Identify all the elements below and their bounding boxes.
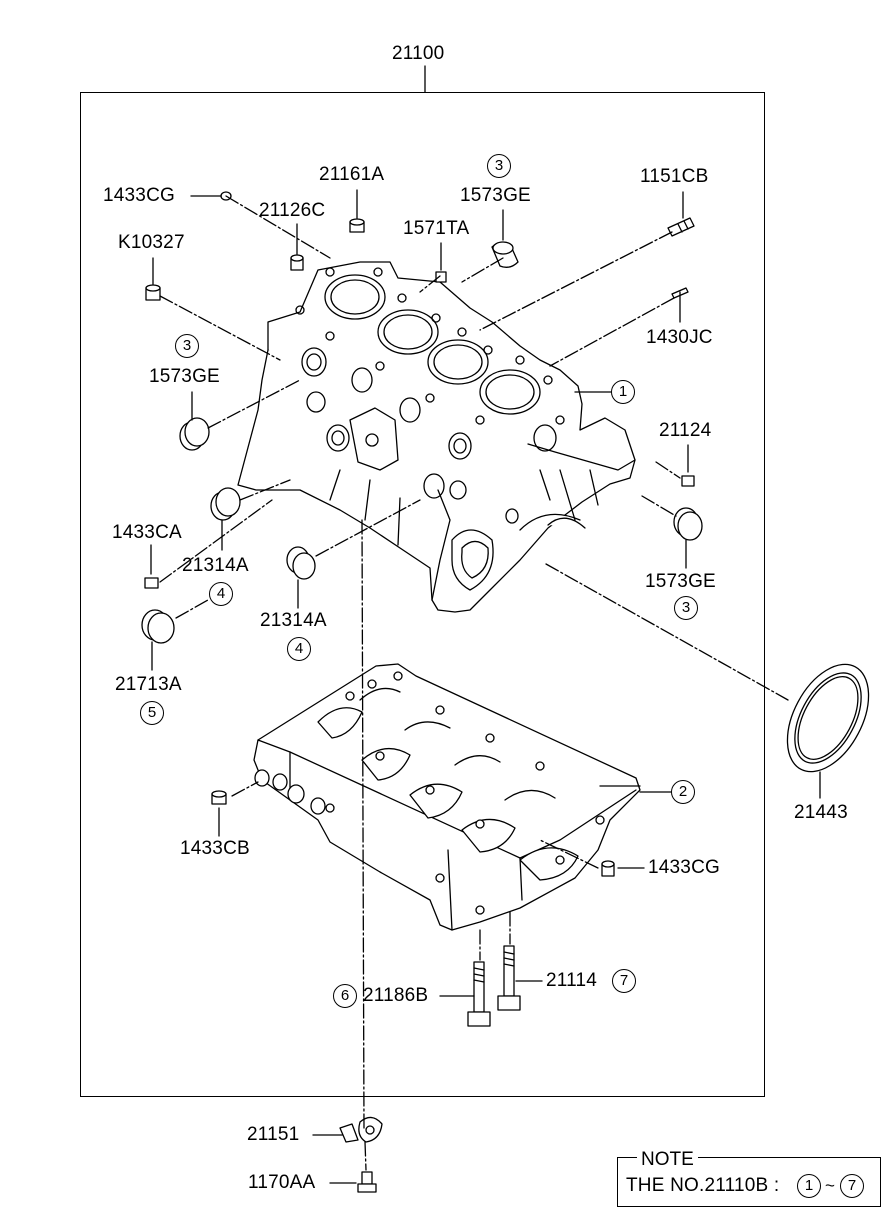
callout-3-top: 3 [487,154,511,178]
callout-3-left: 3 [175,334,199,358]
note-title: NOTE [637,1149,698,1171]
part-label-21126C[interactable]: 21126C [259,200,326,221]
part-label-1170AA[interactable]: 1170AA [248,1172,316,1193]
part-label-1573GE-left[interactable]: 1573GE [149,366,220,387]
part-label-1571TA[interactable]: 1571TA [403,218,470,239]
part-label-21186B[interactable]: 21186B [363,985,429,1006]
callout-2-ladder: 2 [671,780,695,804]
callout-4-mid: 4 [287,637,311,661]
part-label-21314A-mid[interactable]: 21314A [260,610,327,631]
cylinder-block [237,261,636,613]
note-text: THE NO.21110B : [626,1175,780,1196]
assembly-frame [80,92,765,1097]
part-label-21114[interactable]: 21114 [546,970,598,991]
part-label-1433CG-top[interactable]: 1433CG [103,185,175,206]
callout-7: 7 [612,969,636,993]
part-label-21124[interactable]: 21124 [659,420,712,441]
note-range-end: 7 [840,1174,864,1198]
part-label-21713A[interactable]: 21713A [115,674,182,695]
assembly-number: 21100 [392,43,445,64]
part-label-K10327[interactable]: K10327 [118,232,185,253]
note-box [617,1157,881,1207]
note-range-start: 1 [797,1174,821,1198]
ladder-frame [253,663,641,931]
part-label-1430JC[interactable]: 1430JC [646,327,713,348]
block-side-ports [301,347,557,524]
part-label-21151[interactable]: 21151 [247,1124,300,1145]
centerlines [159,195,789,1171]
cylinder-bores [295,267,565,425]
part-label-1573GE-top[interactable]: 1573GE [460,185,531,206]
callout-6: 6 [333,984,357,1008]
part-label-1433CA[interactable]: 1433CA [112,522,182,543]
part-label-1433CB[interactable]: 1433CB [180,838,250,859]
part-label-21314A-left[interactable]: 21314A [182,555,249,576]
part-label-1573GE-right[interactable]: 1573GE [645,571,716,592]
callout-leaders [574,391,672,793]
part-label-21443[interactable]: 21443 [794,802,848,823]
part-label-1151CB[interactable]: 1151CB [640,166,709,187]
callout-3-right: 3 [674,596,698,620]
part-label-21161A[interactable]: 21161A [319,164,385,185]
small-parts [141,189,870,1193]
callout-1-block: 1 [611,380,635,404]
callout-4-left: 4 [209,582,233,606]
callout-5: 5 [140,701,164,725]
note-range-separator: ~ [825,1176,836,1195]
part-label-1433CG-bottom[interactable]: 1433CG [648,857,720,878]
